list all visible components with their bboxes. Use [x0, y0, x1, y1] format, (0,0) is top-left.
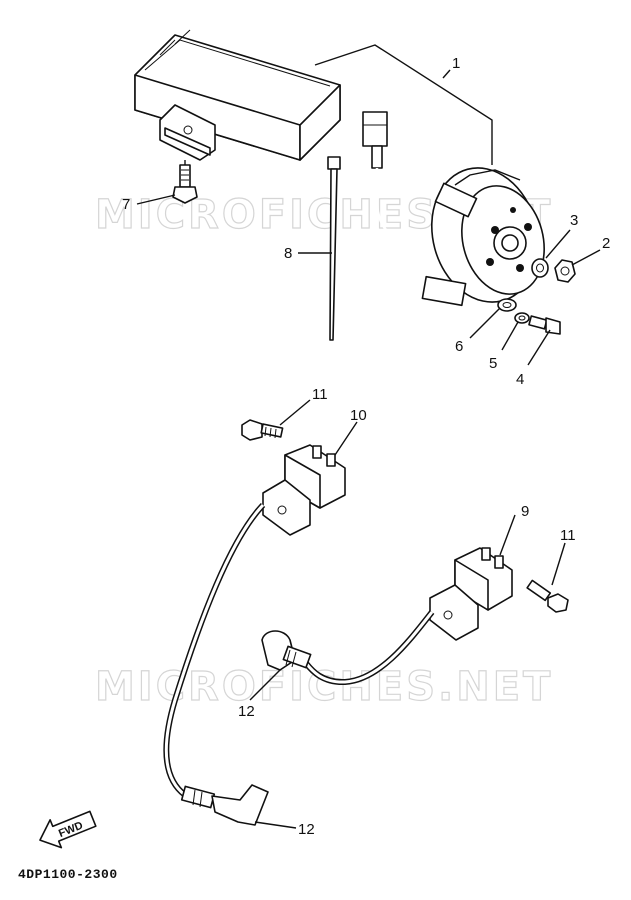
- watermark-bottom: MICROFICHES.NET: [95, 664, 553, 710]
- plug-cap-12-upper: [261, 630, 312, 671]
- stator-connector: [362, 111, 441, 243]
- fwd-arrow-icon: FWD: [39, 810, 97, 849]
- bolt-7: [172, 160, 198, 204]
- leader-10: [334, 421, 358, 456]
- callout-9: 9: [521, 503, 529, 520]
- diagram-code: 4DP1100-2300: [18, 867, 118, 882]
- cable-tie-8: [327, 156, 341, 341]
- ignition-coil-9: [429, 547, 513, 641]
- callout-6: 6: [455, 338, 463, 355]
- leader-6: [469, 307, 501, 339]
- callout-1: 1: [452, 55, 460, 72]
- plug-cap-12-lower: [180, 784, 269, 826]
- leader-7: [136, 194, 176, 205]
- leader-9: [499, 514, 516, 556]
- ignition-coil-10: [262, 444, 346, 536]
- callout-5: 5: [489, 355, 497, 372]
- callout-11-lower: 11: [560, 527, 576, 544]
- leader-5: [501, 321, 519, 351]
- leader-12b: [254, 821, 297, 829]
- washer-5: [514, 312, 530, 324]
- leader-3: [545, 229, 571, 259]
- bolt-4: [528, 315, 561, 335]
- cdi-unit: [134, 29, 341, 161]
- leader-11b: [551, 542, 566, 586]
- washer-3: [531, 258, 549, 278]
- washer-6: [497, 298, 517, 312]
- nut-2: [554, 259, 576, 283]
- callout-12-lower: 12: [298, 821, 315, 838]
- leader-4: [527, 329, 551, 366]
- bolt-11-upper: [241, 419, 284, 441]
- callout-7: 7: [122, 196, 130, 213]
- stator-assembly: [421, 167, 545, 307]
- callout-10: 10: [350, 407, 367, 424]
- callout-11-upper: 11: [312, 386, 328, 403]
- callout-3: 3: [570, 212, 578, 229]
- callout-8: 8: [284, 245, 292, 262]
- leader-11a: [279, 399, 311, 426]
- callout-4: 4: [516, 371, 524, 388]
- leader-2: [571, 249, 601, 266]
- callout-2: 2: [602, 235, 610, 252]
- callout-12-upper: 12: [238, 703, 255, 720]
- leader-12a: [249, 669, 281, 701]
- bolt-11-lower: [526, 579, 569, 613]
- leader-1: [314, 44, 493, 165]
